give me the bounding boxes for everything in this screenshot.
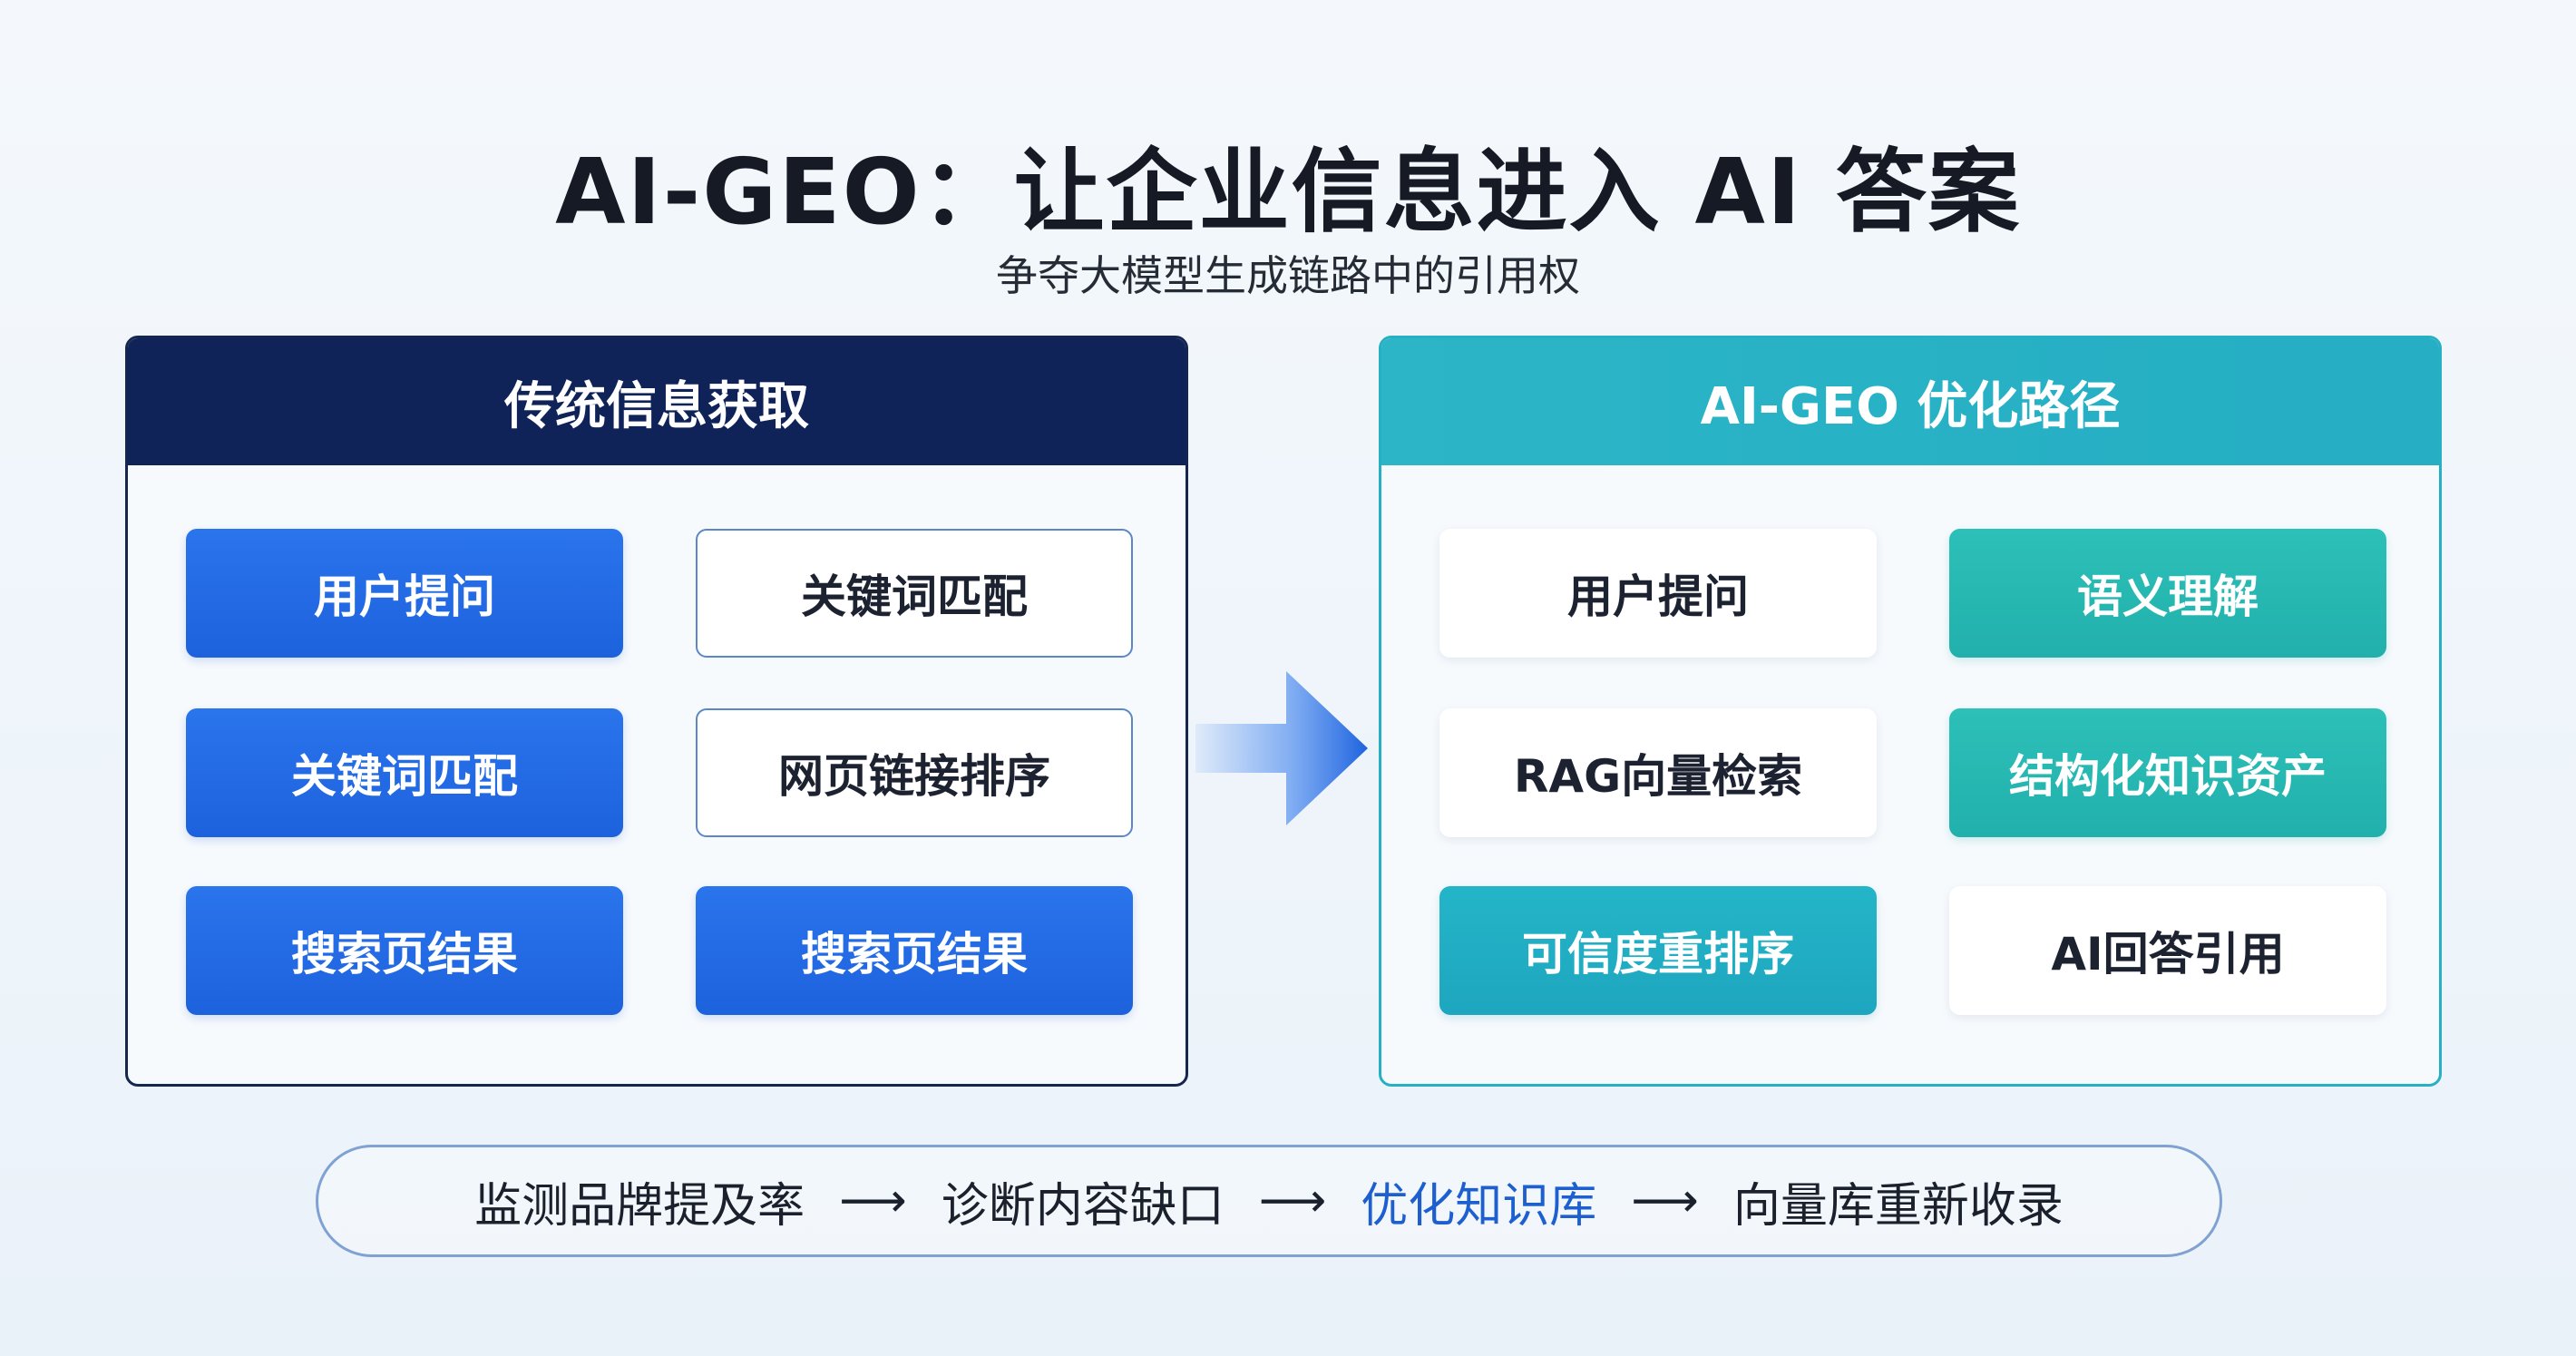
flow-arrow-icon: ⟶: [1258, 1174, 1327, 1228]
left-box-search-results-2: 搜索页结果: [696, 886, 1133, 1015]
flow-step-diagnose: 诊断内容缺口: [941, 1178, 1225, 1234]
transition-arrow-icon: [1195, 671, 1368, 825]
left-box-search-results: 搜索页结果: [186, 886, 623, 1015]
right-box-ai-answer-citation: AI回答引用: [1949, 886, 2386, 1015]
left-box-keyword-match: 关键词匹配: [696, 529, 1133, 658]
ai-geo-panel: AI-GEO 优化路径 用户提问 语义理解 RAG向量检索 结构化知识资产 可信…: [1379, 336, 2442, 1087]
left-box-user-question: 用户提问: [186, 529, 623, 658]
ai-geo-panel-header: AI-GEO 优化路径: [1381, 338, 2439, 465]
page-subtitle: 争夺大模型生成链路中的引用权: [996, 251, 1580, 300]
traditional-panel-header: 传统信息获取: [128, 338, 1186, 465]
right-box-semantic-understanding: 语义理解: [1949, 529, 2386, 658]
flow-arrow-icon: ⟶: [839, 1174, 907, 1228]
right-box-structured-knowledge: 结构化知识资产: [1949, 708, 2386, 837]
flow-step-reindex: 向量库重新收录: [1732, 1178, 2064, 1234]
traditional-panel: 传统信息获取 用户提问 关键词匹配 关键词匹配 网页链接排序 搜索页结果 搜索页…: [125, 336, 1188, 1087]
page-title: AI-GEO：让企业信息进入 AI 答案: [555, 139, 2021, 245]
right-box-credibility-rerank: 可信度重排序: [1439, 886, 1877, 1015]
optimization-flow-bar: 监测品牌提及率 ⟶ 诊断内容缺口 ⟶ 优化知识库 ⟶ 向量库重新收录: [316, 1145, 2222, 1257]
left-box-link-ranking: 网页链接排序: [696, 708, 1133, 837]
flow-step-optimize: 优化知识库: [1361, 1178, 1597, 1234]
right-box-rag-retrieval: RAG向量检索: [1439, 708, 1877, 837]
right-box-user-question: 用户提问: [1439, 529, 1877, 658]
flow-step-monitor: 监测品牌提及率: [474, 1178, 805, 1234]
flow-arrow-icon: ⟶: [1631, 1174, 1699, 1228]
left-box-keyword-match-2: 关键词匹配: [186, 708, 623, 837]
